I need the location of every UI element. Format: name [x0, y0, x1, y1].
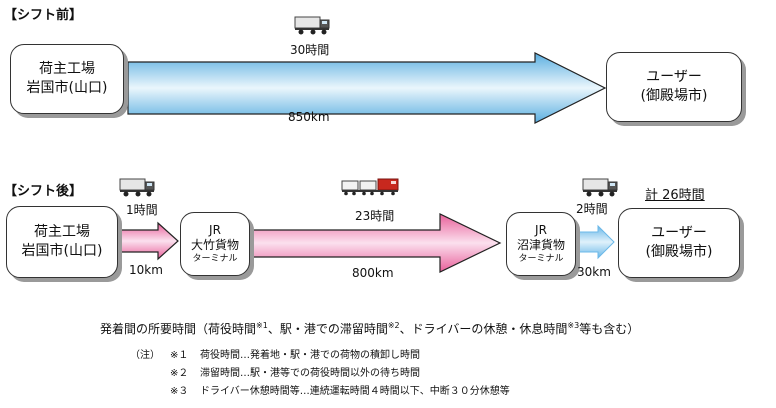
before-time-label: 30時間	[290, 43, 330, 57]
total-time-label: 計 26時間	[645, 188, 705, 203]
after-destination-name: ユーザー	[651, 225, 707, 242]
before-distance-label: 850km	[288, 110, 330, 124]
before-origin-city: 岩国市(山口)	[26, 80, 108, 96]
footnote-main-part4: 等も含む）	[579, 322, 640, 336]
note2-mark: ※２	[170, 368, 189, 379]
footnote-main-part3: 、ドライバーの休憩・休息時間	[399, 322, 568, 336]
after-leg2-arrow	[251, 213, 502, 273]
note1-mark: ※１	[170, 350, 189, 361]
leg2-distance-label: 800km	[352, 266, 394, 280]
after-leg3-arrow	[577, 224, 615, 260]
leg3-time-label: 2時間	[576, 202, 608, 216]
before-destination-name: ユーザー	[646, 69, 702, 86]
terminal-numazu-jr: JR	[535, 222, 547, 237]
terminal-numazu-type: ターミナル	[518, 253, 564, 264]
terminal-otake-jr: JR	[209, 222, 221, 237]
footnote-main-part1: 発着間の所要時間（荷役時間	[100, 322, 257, 336]
before-origin-box: 荷主工場 岩国市(山口)	[10, 44, 124, 114]
after-origin-city: 岩国市(山口)	[21, 243, 103, 259]
footnote-main: 発着間の所要時間（荷役時間※1、駅・港での滞留時間※2、ドライバーの休憩・休息時…	[100, 320, 639, 337]
after-origin-name: 荷主工場	[34, 224, 90, 241]
freight-train-icon	[341, 178, 399, 196]
terminal-otake-type: ターミナル	[192, 253, 238, 264]
leg1-time-label: 1時間	[126, 203, 158, 217]
footnote-ref2: ※2	[387, 321, 400, 330]
truck-icon	[119, 178, 155, 197]
after-leg1-arrow	[119, 221, 179, 261]
note-prefix: （注）	[130, 350, 160, 361]
footnote-main-part2: 、駅・港での滞留時間	[267, 322, 388, 336]
leg2-time-label: 23時間	[355, 209, 395, 223]
truck-icon	[294, 16, 330, 35]
after-origin-box: 荷主工場 岩国市(山口)	[6, 206, 118, 278]
terminal-numazu-name: 沼津貨物	[516, 238, 565, 253]
note2-text: 滞留時間…駅・港等での荷役時間以外の待ち時間	[200, 368, 420, 379]
truck-icon	[582, 178, 618, 197]
footnote-ref3: ※3	[567, 321, 580, 330]
before-heading: 【シフト前】	[4, 8, 83, 23]
before-destination-box: ユーザー (御殿場市)	[606, 52, 742, 122]
before-route-arrow	[127, 52, 607, 124]
note1-text: 荷役時間…発着地・駅・港での荷物の積卸し時間	[200, 350, 420, 361]
terminal-otake-name: 大竹貨物	[190, 238, 239, 253]
note3-mark: ※３	[170, 386, 189, 397]
note3-text: ドライバー休憩時間等…連続運転時間４時間以下、中断３０分休憩等	[200, 386, 510, 397]
terminal-numazu-box: JR 沼津貨物 ターミナル	[506, 212, 576, 276]
after-destination-box: ユーザー (御殿場市)	[618, 208, 740, 278]
after-heading: 【シフト後】	[4, 184, 83, 199]
leg3-distance-label: 30km	[577, 265, 611, 279]
footnote-ref1: ※1	[256, 321, 268, 330]
before-destination-city: (御殿場市)	[640, 88, 708, 104]
before-origin-name: 荷主工場	[39, 61, 95, 78]
after-destination-city: (御殿場市)	[645, 244, 713, 260]
leg1-distance-label: 10km	[129, 263, 163, 277]
terminal-otake-box: JR 大竹貨物 ターミナル	[180, 212, 250, 276]
